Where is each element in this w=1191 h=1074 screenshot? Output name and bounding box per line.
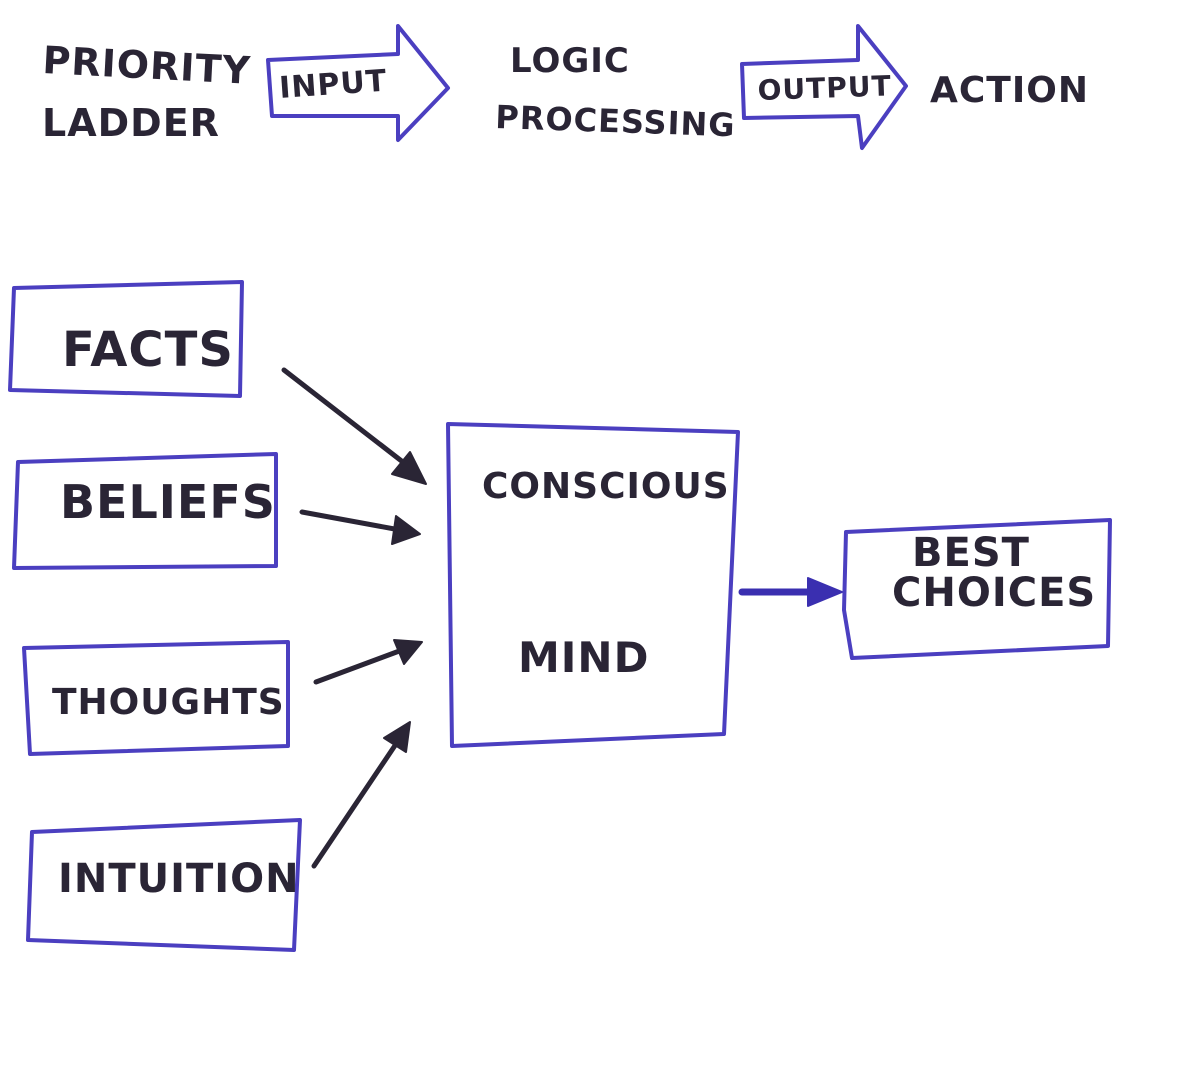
logic-processing-line1: LOGIC	[510, 41, 630, 81]
output-arrow-shape	[740, 24, 908, 150]
thoughts-box	[22, 640, 290, 756]
input-arrow-label: INPUT	[278, 64, 388, 106]
intuition-label: INTUITION	[58, 856, 300, 902]
best-choices-line1: BEST	[912, 530, 1030, 576]
conscious-mind-box	[446, 422, 740, 748]
best-choices-box	[842, 518, 1112, 660]
priority-ladder-title-line1: PRIORITY	[42, 38, 252, 93]
priority-ladder-title-line2: LADDER	[42, 101, 220, 145]
best-choices: BEST CHOICES	[842, 518, 1112, 660]
logic-processing-line2: PROCESSING	[495, 98, 736, 144]
thoughts-label: THOUGHTS	[52, 682, 285, 723]
input-arrow-shape	[266, 24, 450, 142]
action-label: ACTION	[930, 70, 1089, 111]
facts-arrow-head	[391, 451, 427, 485]
beliefs-arrow-head	[391, 515, 421, 545]
input-boxes: FACTS BELIEFS THOUGHTS INTUITION	[8, 280, 302, 952]
best-choices-line2: CHOICES	[892, 570, 1096, 616]
intuition-arrow-line	[311, 741, 399, 869]
result-arrow	[738, 577, 843, 607]
beliefs-arrow-line	[299, 509, 403, 533]
conscious-mind-line2: MIND	[518, 633, 649, 682]
intuition-box	[26, 818, 302, 952]
facts-box	[8, 280, 244, 398]
result-arrow-head	[807, 577, 843, 607]
conscious-mind: CONSCIOUS MIND	[446, 422, 740, 748]
header-flow: PRIORITY LADDER INPUT LOGIC PROCESSING O…	[42, 24, 1089, 150]
output-arrow-label: OUTPUT	[757, 69, 892, 107]
conscious-mind-line1: CONSCIOUS	[482, 466, 730, 507]
facts-arrow-line	[281, 367, 411, 469]
thoughts-arrow-head	[393, 639, 423, 665]
beliefs-label: BELIEFS	[60, 475, 276, 529]
intuition-arrow-head	[383, 721, 411, 753]
input-arrows	[281, 367, 427, 869]
beliefs-box	[12, 452, 278, 570]
thoughts-arrow-line	[313, 647, 405, 685]
facts-label: FACTS	[62, 322, 234, 378]
